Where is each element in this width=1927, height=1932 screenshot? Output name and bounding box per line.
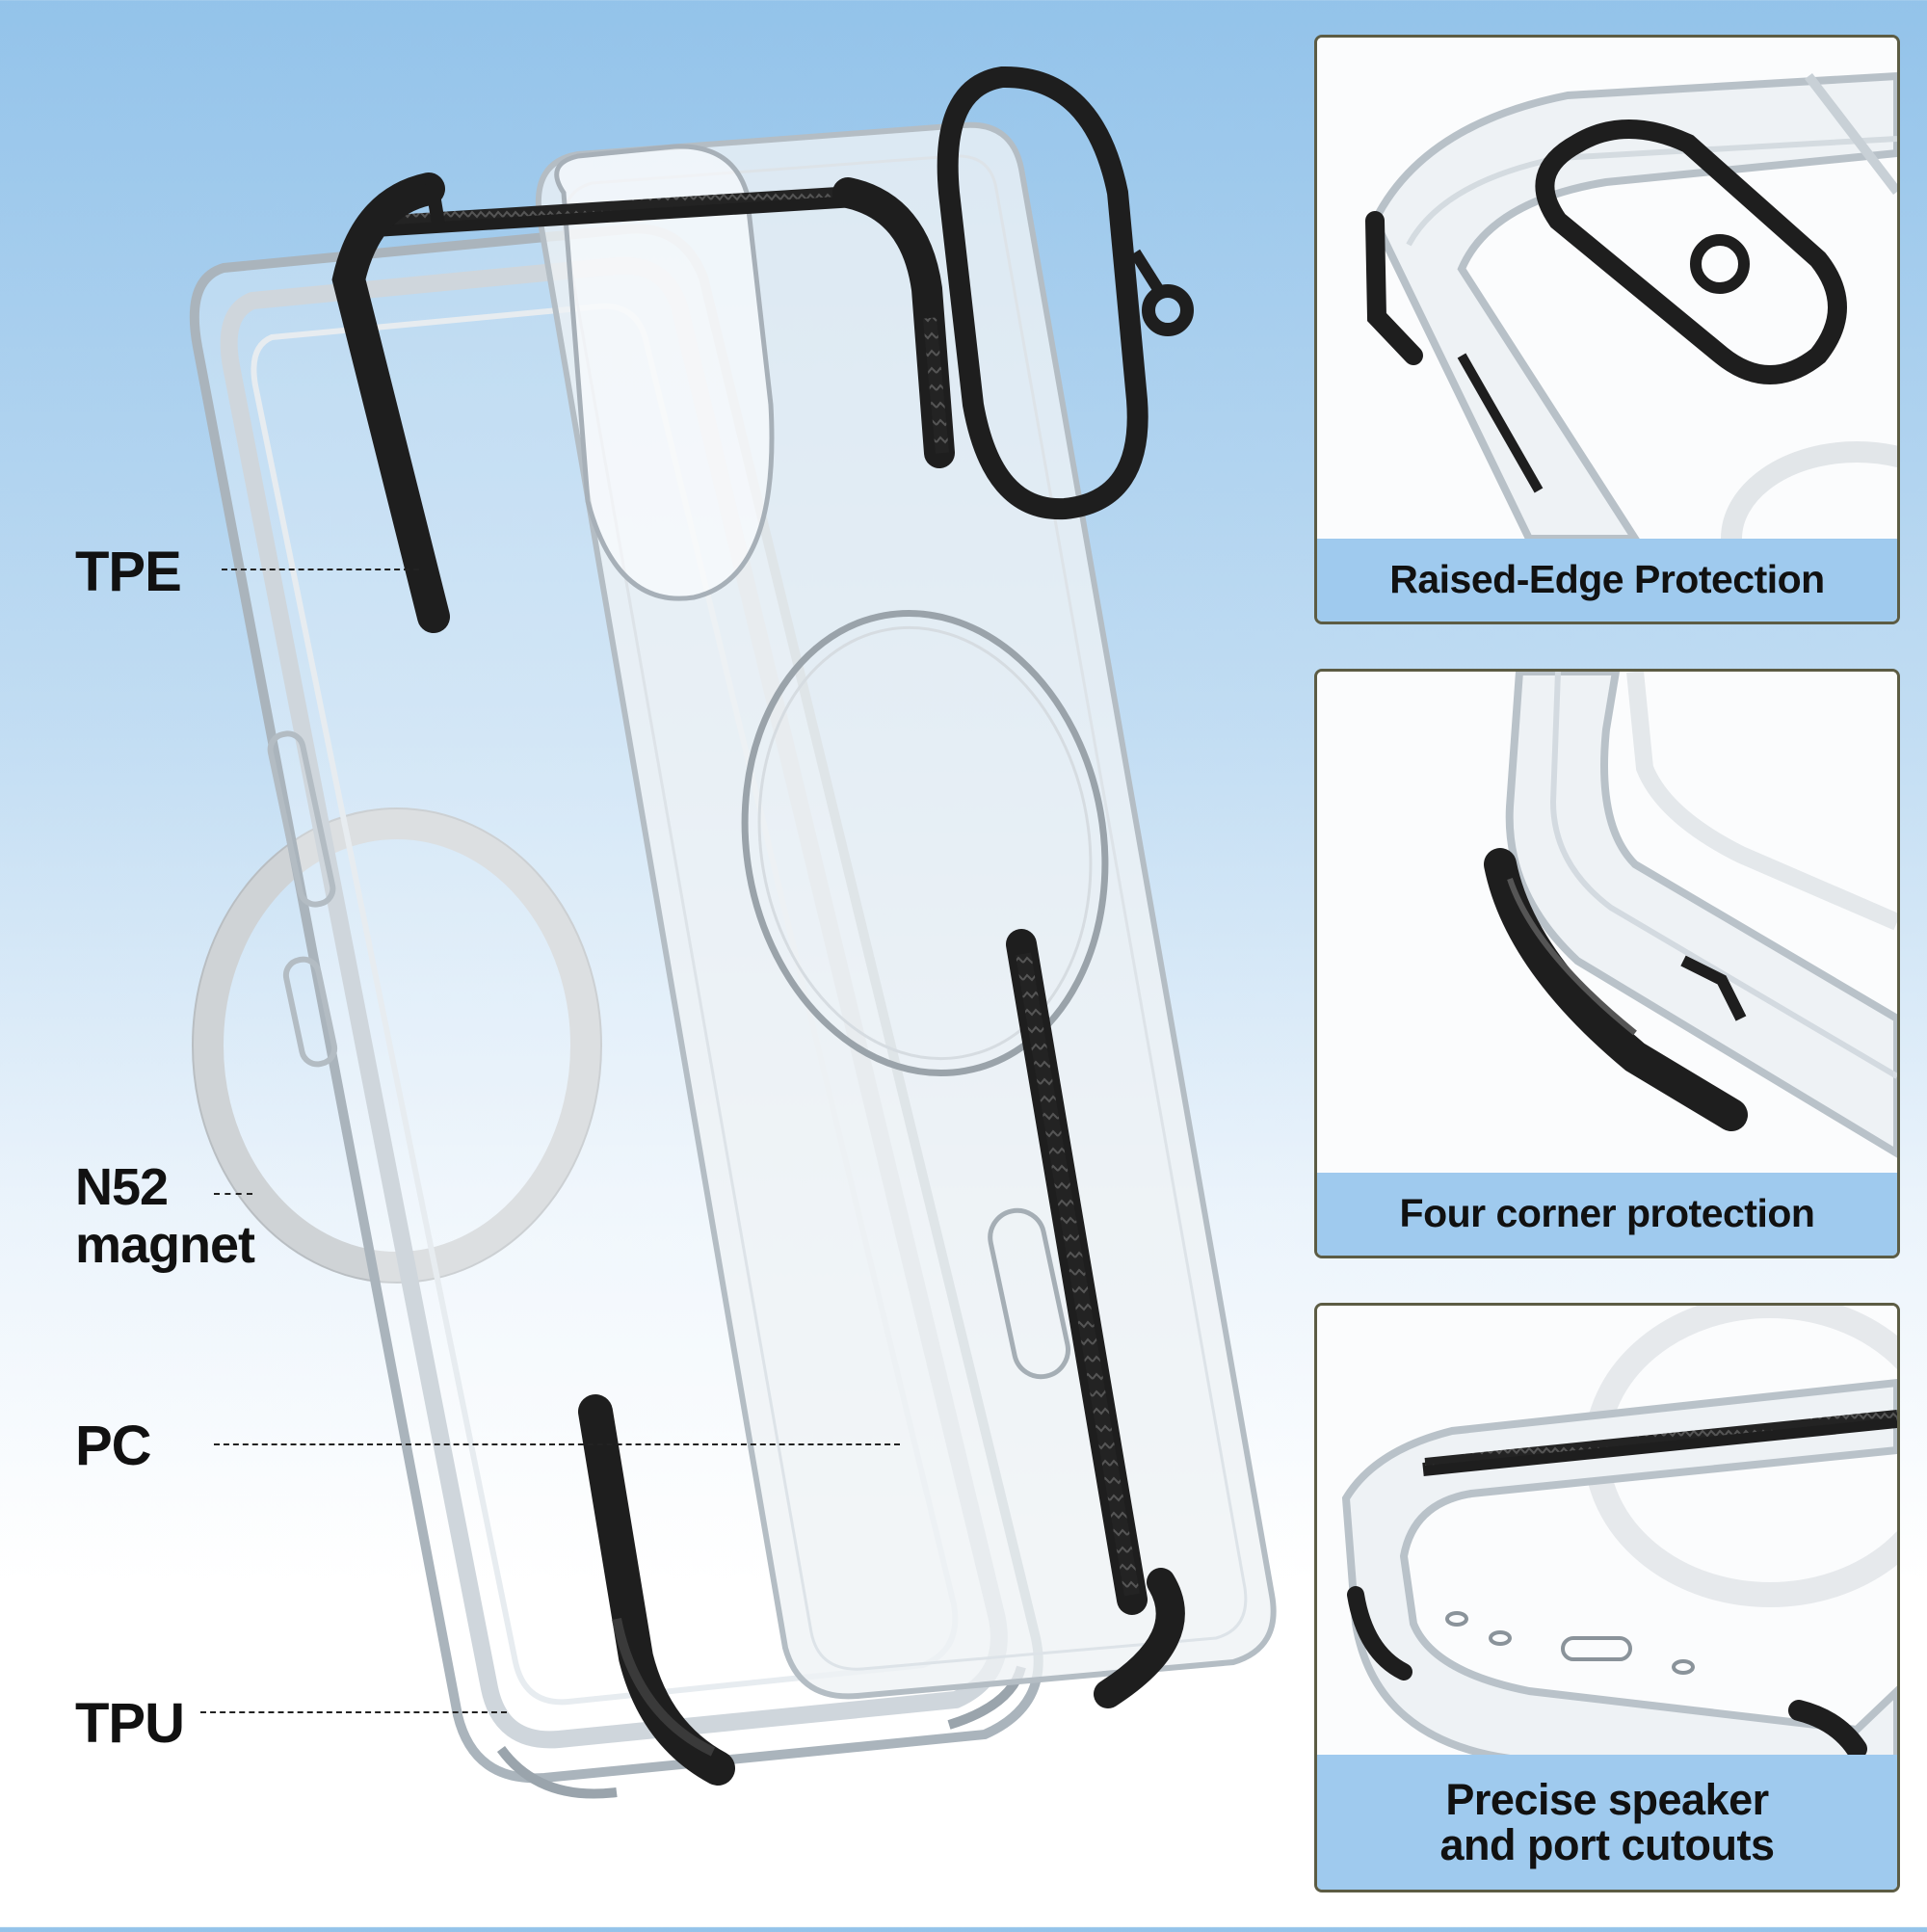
- feature-panel-four-corner: Four corner protection: [1314, 669, 1900, 1258]
- tpe-leader-line: [222, 569, 419, 570]
- tpu-label: TPU: [75, 1692, 185, 1755]
- pc-label: PC: [75, 1415, 152, 1477]
- feature-panel-raised-edge: Raised-Edge Protection: [1314, 35, 1900, 624]
- magnet-label-line2: magnet: [75, 1216, 255, 1274]
- four-corner-caption: Four corner protection: [1399, 1191, 1815, 1236]
- raised-edge-closeup-image: [1317, 38, 1897, 539]
- magnet-leader-line: [214, 1193, 252, 1195]
- cutouts-caption-line2: and port cutouts: [1439, 1820, 1775, 1869]
- cutouts-caption: Precise speaker and port cutouts: [1439, 1774, 1775, 1869]
- feature-panel-cutouts: Precise speaker and port cutouts: [1314, 1303, 1900, 1892]
- cutouts-caption-line1: Precise speaker: [1445, 1774, 1769, 1824]
- raised-edge-caption-bar: Raised-Edge Protection: [1317, 539, 1897, 622]
- four-corner-closeup-image: [1317, 672, 1897, 1173]
- raised-edge-caption: Raised-Edge Protection: [1389, 557, 1825, 602]
- four-corner-caption-bar: Four corner protection: [1317, 1173, 1897, 1256]
- port-cutouts-closeup-image: [1317, 1306, 1897, 1759]
- tpe-inserts: [331, 66, 1194, 1786]
- cutouts-caption-bar: Precise speaker and port cutouts: [1317, 1755, 1897, 1890]
- exploded-case-illustration: [189, 66, 1277, 1799]
- tpe-label: TPE: [75, 541, 182, 603]
- magnet-label-line1: N52: [75, 1158, 169, 1216]
- n52-magnet-ring: [192, 807, 602, 1284]
- tpu-leader-line: [200, 1711, 507, 1713]
- exploded-case-view: TPE N52 magnet PC TPU: [75, 66, 1277, 1799]
- pc-leader-line: [214, 1443, 900, 1445]
